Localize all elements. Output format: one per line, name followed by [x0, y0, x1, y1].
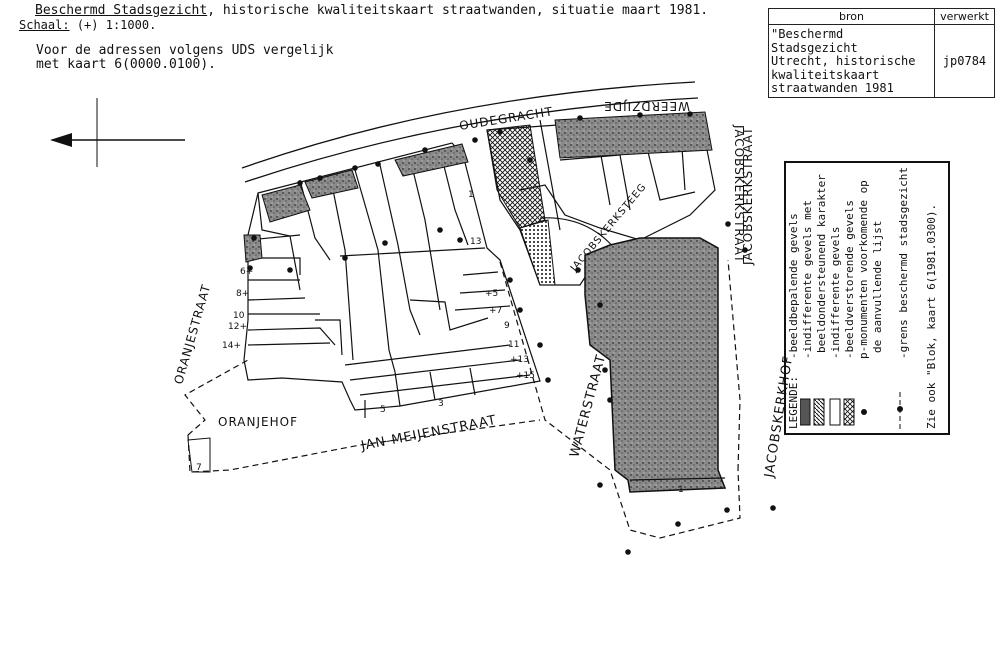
source-line: "Beschermd Stadsgezicht	[771, 27, 858, 55]
legend-swatch-verstorend	[843, 398, 855, 426]
facade-beeldbepalend	[261, 184, 311, 223]
north-arrow-icon	[50, 98, 185, 167]
legend-boundary-dot	[897, 406, 903, 412]
street-jacobskerkstraat: JACOBSKERKSTRAAT	[732, 124, 746, 263]
protected-boundary	[184, 259, 741, 539]
house-number: 7	[196, 463, 202, 473]
scale-label: Schaal:	[19, 18, 70, 32]
street-oranjehof: ORANJEHOF	[218, 415, 298, 429]
source-header-bron: bron	[768, 8, 935, 25]
note-line-2: met kaart 6(0000.0100).	[36, 57, 217, 72]
house-number: 1	[678, 485, 684, 495]
note-line-1: Voor de adressen volgens UDS vergelijk	[36, 43, 334, 58]
house-number: +7	[489, 306, 502, 316]
house-number: 8+	[236, 289, 249, 299]
facade-beeldbepalend	[394, 143, 469, 177]
source-box: bron verwerkt "Beschermd Stadsgezicht Ut…	[768, 8, 995, 98]
legend-monument-icon	[861, 409, 867, 415]
street-jacobskerkstraat-2: JACOBSKERKSTRAAT	[741, 127, 755, 266]
legend-swatch-indifferent	[829, 398, 841, 426]
street-oranjestraat: ORANJESTRAAT	[171, 282, 213, 385]
facade-beeldverstorend	[486, 124, 546, 229]
church-block	[584, 237, 727, 493]
church-edge	[629, 477, 726, 481]
scale-line: Schaal: (+) 1:1000.	[19, 18, 156, 32]
facade-ondersteunend	[519, 219, 556, 286]
house-number: 12+	[228, 322, 247, 332]
house-number: +15	[516, 371, 535, 381]
house-number: 10	[233, 311, 245, 321]
map-title-rest: , historische kwaliteitskaart straatwand…	[207, 3, 709, 18]
facade-beeldbepalend	[554, 111, 713, 159]
west-block	[243, 142, 541, 418]
monument-markers	[247, 111, 776, 555]
house-number: 5	[380, 405, 386, 415]
house-number: 11	[508, 340, 519, 350]
house-number: 6+	[240, 267, 253, 277]
street-waterstraat: WATERSTRAAT	[567, 353, 609, 459]
canal	[241, 81, 699, 183]
house-number: +5	[485, 289, 498, 299]
facade-beeldbepalend	[304, 169, 359, 199]
legend-swatch-ondersteunend	[813, 398, 825, 426]
source-bron-text: "Beschermd Stadsgezicht Utrecht, histori…	[768, 24, 935, 98]
plot-oranjehof-7	[187, 437, 211, 473]
house-number: 1	[468, 190, 474, 200]
house-number: 3	[438, 399, 444, 409]
house-number: 13	[470, 237, 481, 247]
source-line: Utrecht, historische	[771, 54, 916, 68]
house-number: 9	[504, 321, 510, 331]
house-number: 14+	[222, 341, 241, 351]
facade-beeldbepalend	[243, 234, 263, 263]
legend: LEGENDE: -beeldbepalende gevels -indiffe…	[784, 161, 950, 435]
legend-swatch-beeldbepalend	[800, 398, 811, 426]
map-title-main: Beschermd Stadsgezicht	[35, 3, 208, 18]
scale-symbol: (+)	[76, 18, 99, 32]
map-title: Beschermd Stadsgezicht, historische kwal…	[35, 4, 708, 18]
source-header-verwerkt: verwerkt	[934, 8, 995, 25]
source-line: straatwanden 1981	[771, 81, 894, 95]
street-weerdzijde: WEERDZIJDE	[603, 99, 690, 113]
source-line: kwaliteitskaart	[771, 67, 880, 82]
street-jan-meijenstraat: JAN-MEIJENSTRAAT	[359, 413, 498, 454]
house-number: +13	[510, 355, 529, 365]
source-verwerkt-code: jp0784	[934, 24, 995, 98]
scale-value: 1:1000.	[105, 18, 157, 32]
street-jacobskerkhof: JACOBSKERKHOF	[762, 354, 796, 479]
legend-swatches	[800, 389, 903, 429]
